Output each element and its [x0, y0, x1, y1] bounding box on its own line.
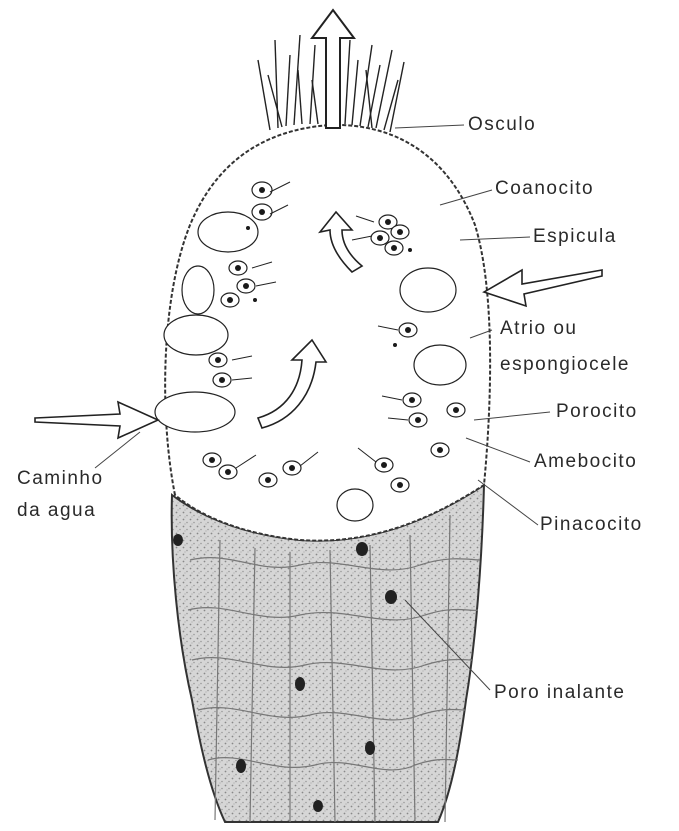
label-caminho-line2: da agua	[17, 500, 96, 522]
label-amebocito: Amebocito	[534, 451, 637, 473]
label-pinacocito: Pinacocito	[540, 514, 643, 536]
label-poro-inalante: Poro inalante	[494, 682, 625, 704]
label-espicula: Espicula	[533, 226, 617, 248]
label-caminho-line1: Caminho	[17, 468, 104, 490]
label-atrio-line1: Atrio ou	[500, 318, 577, 340]
label-osculo: Osculo	[468, 114, 536, 136]
label-coanocito: Coanocito	[495, 178, 594, 200]
label-porocito: Porocito	[556, 401, 638, 423]
label-atrio-line2: espongiocele	[500, 354, 630, 376]
water-inflow-arrow-right	[484, 270, 602, 306]
